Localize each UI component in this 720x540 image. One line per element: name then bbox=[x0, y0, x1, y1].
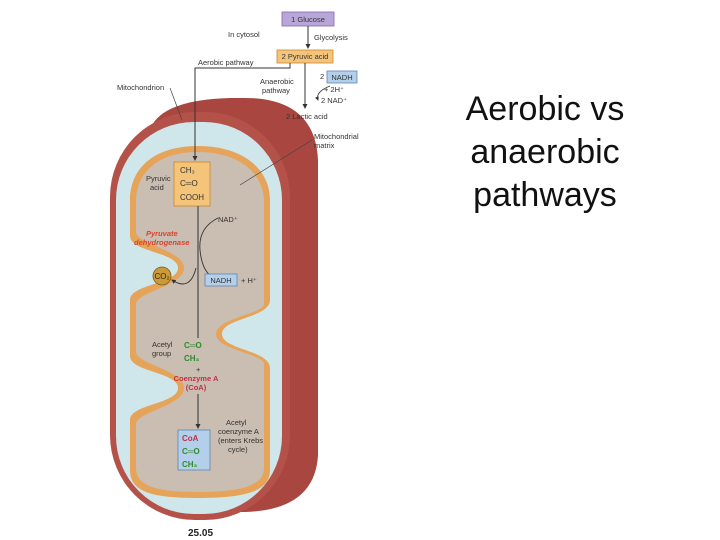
co2-circle bbox=[152, 266, 172, 286]
nadh-label-matrix: NADH bbox=[210, 276, 231, 285]
co2-label: CO₂ bbox=[154, 272, 169, 281]
lactic-acid-label: 2 Lactic acid bbox=[286, 112, 328, 121]
nadh-box-matrix bbox=[204, 273, 238, 287]
acetyl-coa-label-2: coenzyme A bbox=[218, 427, 259, 436]
acetyl-coa-formula-2: C═O bbox=[182, 447, 200, 456]
plus-h-label: + H⁺ bbox=[241, 276, 257, 285]
coenzyme-a-line2: (CoA) bbox=[186, 383, 207, 392]
glucose-label: 1 Glucose bbox=[291, 15, 325, 24]
pyruvic-formula-2: C═O bbox=[180, 179, 198, 188]
pyruvic-formula-box bbox=[173, 161, 211, 207]
slide-title: Aerobic vs anaerobic pathways bbox=[430, 88, 660, 217]
acetyl-coa-formula-1: CoA bbox=[182, 434, 199, 443]
nadh-coefficient: 2 bbox=[320, 72, 324, 81]
acetyl-group-line2: group bbox=[152, 349, 171, 358]
slide-title-line2: anaerobic bbox=[470, 133, 620, 171]
pyruvic-formula-1: CH₃ bbox=[180, 166, 195, 175]
nadh-label-top: NADH bbox=[331, 73, 352, 82]
acetyl-coa-box bbox=[177, 429, 211, 471]
acetyl-group-line1: Acetyl bbox=[152, 340, 173, 349]
plus-sign: + bbox=[196, 365, 201, 374]
enzyme-line2: dehydrogenase bbox=[134, 238, 189, 247]
pyruvic-label-line1: Pyruvic bbox=[146, 174, 171, 183]
nad-plus-label: NAD⁺ bbox=[218, 215, 238, 224]
plus-2h-label: + 2H⁺ bbox=[324, 85, 344, 94]
pyruvic-acid-box-label: 2 Pyruvic acid bbox=[282, 52, 329, 61]
aerobic-pathway-label: Aerobic pathway bbox=[198, 58, 254, 67]
coenzyme-a-line1: Coenzyme A bbox=[174, 374, 219, 383]
acetyl-coa-label-1: Acetyl bbox=[226, 418, 247, 427]
mitochondrion-label: Mitochondrion bbox=[117, 83, 164, 92]
slide-title-line1: Aerobic vs bbox=[465, 90, 625, 128]
in-cytosol-label: In cytosol bbox=[228, 30, 260, 39]
pyruvic-label-line2: acid bbox=[150, 183, 164, 192]
mitochondrial-matrix bbox=[136, 152, 264, 492]
matrix-label-line1: Mitochondrial bbox=[314, 132, 359, 141]
enzyme-line1: Pyruvate bbox=[146, 229, 178, 238]
anaerobic-label-line2: pathway bbox=[262, 86, 290, 95]
matrix-label-line2: matrix bbox=[314, 141, 335, 150]
glycolysis-label: Glycolysis bbox=[314, 33, 348, 42]
figure-number: 25.05 bbox=[188, 528, 213, 539]
acetyl-coa-formula-3: CH₃ bbox=[182, 460, 198, 469]
acetyl-coa-label-3: (enters Krebs bbox=[218, 436, 263, 445]
pyruvic-formula-3: COOH bbox=[180, 193, 204, 202]
anaerobic-label-line1: Anaerobic bbox=[260, 77, 294, 86]
acetyl-formula-1: C═O bbox=[184, 341, 202, 350]
acetyl-formula-2: CH₃ bbox=[184, 354, 200, 363]
slide-title-line3: pathways bbox=[473, 176, 617, 214]
nadh-box-top bbox=[326, 70, 358, 84]
acetyl-coa-label-4: cycle) bbox=[228, 445, 248, 454]
two-nad-label: 2 NAD⁺ bbox=[321, 96, 347, 105]
